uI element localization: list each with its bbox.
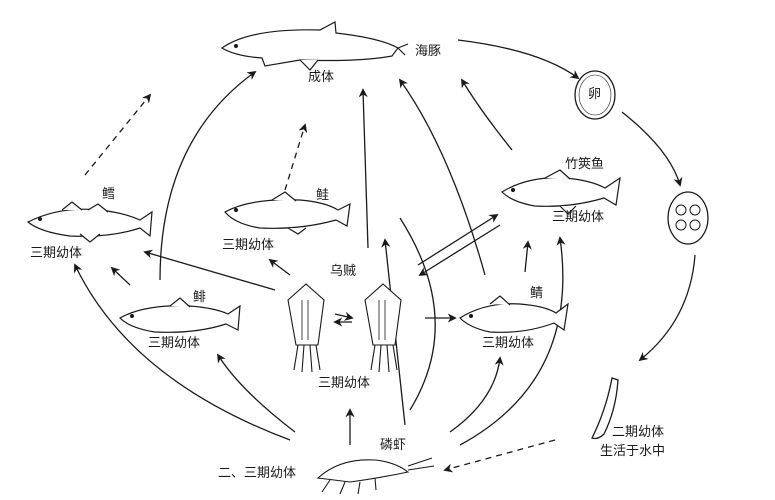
arrow-squid-to-cod xyxy=(143,249,276,291)
embryonated-egg-figure xyxy=(667,191,709,245)
label-bonito-stage: 三期幼体 xyxy=(552,210,605,225)
arrow-salmon-up xyxy=(284,123,308,191)
arrow-embryo-to-larva xyxy=(638,254,696,362)
label-egg: 卵 xyxy=(588,87,602,102)
arrow-krill-to-salmon xyxy=(399,217,436,411)
label-salmon: 鲑 xyxy=(316,188,330,203)
label-cod: 鳕 xyxy=(102,187,116,202)
arrow-bonito-to-dolphin xyxy=(461,78,513,151)
arrow-cod-up xyxy=(84,93,152,176)
label-larva-life: 生活于水中 xyxy=(600,444,666,459)
arrow-sardine-to-cod xyxy=(110,266,131,286)
bonito-figure xyxy=(501,169,621,215)
label-sardine-stage: 三期幼体 xyxy=(148,336,201,351)
salmon-figure xyxy=(224,191,351,235)
arrow-sardine-to-dolphin xyxy=(159,70,257,281)
dolphin-figure xyxy=(220,21,409,71)
arrow-squid-to-dolphin xyxy=(358,88,369,249)
label-dolphin: 海豚 xyxy=(415,44,442,59)
arrow-krill-to-cod xyxy=(74,263,291,441)
cod-figure xyxy=(26,201,153,243)
egg-figure xyxy=(574,70,616,120)
arrow-squid-to-bonito xyxy=(417,214,499,266)
arrow-squid-to-salmon xyxy=(268,258,291,276)
label-krill: 磷虾 xyxy=(380,438,407,453)
arrow-krill-to-sardine xyxy=(217,353,296,433)
sardine-figure xyxy=(119,297,241,333)
label-adult: 成体 xyxy=(308,70,335,85)
squid-figure-left xyxy=(287,283,325,373)
squid-figure-right xyxy=(364,283,402,373)
cycle-arrows xyxy=(74,39,696,473)
label-squid: 乌贼 xyxy=(330,264,357,279)
label-sardine: 鲱 xyxy=(193,290,207,305)
arrow-mackerel-to-dolphin xyxy=(398,78,486,276)
arrow-bonito-to-squid xyxy=(418,224,501,276)
label-mackerel: 鲭 xyxy=(530,286,544,301)
arrow-egg-to-embryo xyxy=(621,111,683,187)
label-squid-stage: 三期幼体 xyxy=(318,376,371,391)
arrow-larva-to-krill xyxy=(443,439,556,473)
arrow-dolphin-to-egg xyxy=(457,39,580,80)
arrow-squid-pair-right xyxy=(334,311,354,321)
label-cod-stage: 三期幼体 xyxy=(30,246,83,261)
label-mackerel-stage: 三期幼体 xyxy=(482,336,535,351)
label-krill-stage: 二、三期幼体 xyxy=(218,466,297,481)
label-salmon-stage: 三期幼体 xyxy=(222,238,275,253)
label-larva-stage2: 二期幼体 xyxy=(612,425,665,440)
mackerel-figure xyxy=(459,295,569,333)
krill-figure xyxy=(316,457,435,495)
arrow-krill-to-mackerel xyxy=(449,356,504,433)
label-bonito: 竹筴鱼 xyxy=(565,157,605,172)
arrow-mackerel-to-bonito xyxy=(522,240,532,273)
larva-figure xyxy=(591,377,619,440)
arrow-krill-to-bonito xyxy=(459,236,566,446)
